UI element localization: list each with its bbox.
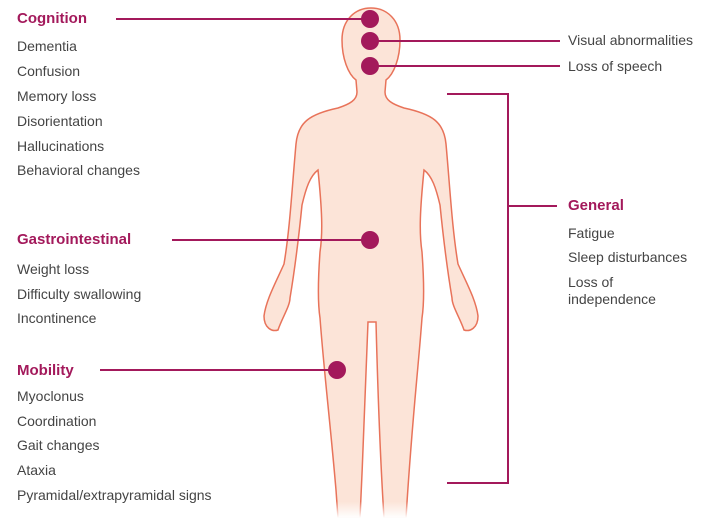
mobility-item: Pyramidal/extrapyramidal signs <box>17 487 212 503</box>
cognition-item: Memory loss <box>17 88 96 104</box>
mobility-item: Ataxia <box>17 462 56 478</box>
cognition-item: Confusion <box>17 63 80 79</box>
mobility-item: Gait changes <box>17 437 100 453</box>
cognition-item: Disorientation <box>17 113 103 129</box>
general-item: Sleep disturbances <box>568 249 687 265</box>
mobility-item: Myoclonus <box>17 388 84 404</box>
visual-abnormalities-label: Visual abnormalities <box>568 32 693 48</box>
general-item: Loss of independence <box>568 274 663 308</box>
cognition-item: Dementia <box>17 38 77 54</box>
cognition-dot <box>361 10 379 28</box>
general-item: Fatigue <box>568 225 615 241</box>
gi-dot <box>361 231 379 249</box>
cognition-item: Behavioral changes <box>17 162 140 178</box>
gastrointestinal-heading: Gastrointestinal <box>17 231 131 248</box>
cognition-heading: Cognition <box>17 10 87 27</box>
silhouette-fade <box>250 400 490 518</box>
mobility-heading: Mobility <box>17 362 74 379</box>
visual-dot <box>361 32 379 50</box>
gastrointestinal-item: Incontinence <box>17 310 96 326</box>
gastrointestinal-item: Difficulty swallowing <box>17 286 141 302</box>
cognition-item: Hallucinations <box>17 138 104 154</box>
general-heading: General <box>568 197 624 214</box>
gastrointestinal-item: Weight loss <box>17 261 89 277</box>
speech-dot <box>361 57 379 75</box>
loss-of-speech-label: Loss of speech <box>568 58 662 74</box>
mobility-item: Coordination <box>17 413 96 429</box>
mobility-dot <box>328 361 346 379</box>
